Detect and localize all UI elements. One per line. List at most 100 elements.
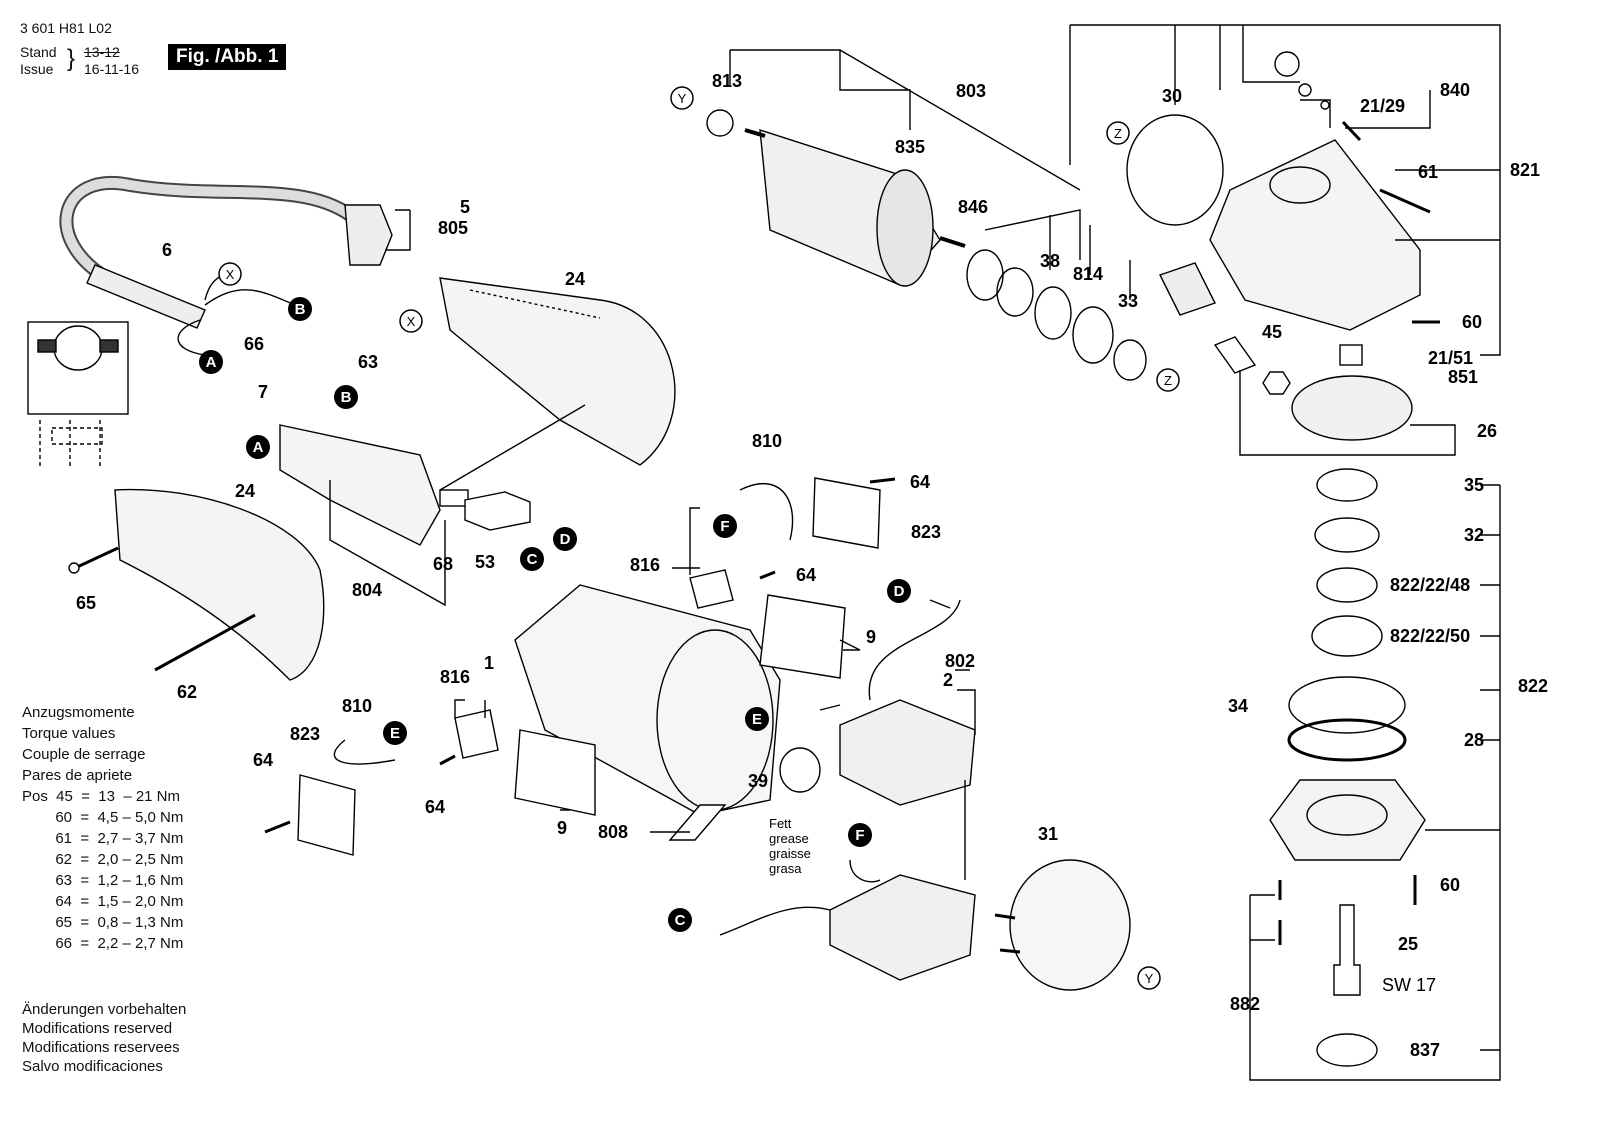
pinion <box>1213 336 1257 374</box>
svg-text:F: F <box>720 518 729 535</box>
torque-row: 65 = 0,8 – 1,3 Nm <box>22 914 184 931</box>
callout-x-mid: X <box>399 309 423 333</box>
label-64-top: 64 <box>910 472 930 492</box>
label-25: 25 <box>1398 934 1418 954</box>
svg-text:Z: Z <box>1114 126 1122 141</box>
label-21-29: 21/29 <box>1360 96 1405 116</box>
oring-28 <box>1287 718 1407 762</box>
label-60-bottom: 60 <box>1440 875 1460 895</box>
gear-housing <box>1209 139 1421 331</box>
label-35: 35 <box>1464 475 1484 495</box>
label-2: 2 <box>943 670 953 690</box>
torque-title-en: Torque values <box>22 725 116 742</box>
label-816-bottom: 816 <box>440 667 470 687</box>
cage-814 <box>1034 286 1072 340</box>
screw-61 <box>1379 188 1431 214</box>
label-823-right: 823 <box>911 522 941 542</box>
label-813: 813 <box>712 71 742 91</box>
switch-body <box>279 424 441 546</box>
label-26: 26 <box>1477 421 1497 441</box>
svg-text:X: X <box>407 314 416 329</box>
grease-fr: graisse <box>769 846 811 861</box>
svg-text:A: A <box>206 354 217 371</box>
fan-39 <box>779 747 821 793</box>
torque-row: 63 = 1,2 – 1,6 Nm <box>22 872 184 889</box>
cover-823a <box>812 477 881 549</box>
label-64-bottom: 64 <box>425 797 445 817</box>
callout-e-right: E <box>745 707 769 731</box>
label-68: 68 <box>433 554 453 574</box>
wire-b <box>204 289 296 306</box>
modification-notes: Änderungen vorbehalten Modifications res… <box>22 1000 186 1076</box>
callout-c-bottom: C <box>668 908 692 932</box>
field-coil-lower <box>829 874 976 981</box>
nut-45 <box>1262 371 1291 395</box>
label-30: 30 <box>1162 86 1182 106</box>
callout-b-top: B <box>288 297 312 321</box>
label-24-top: 24 <box>565 269 585 289</box>
svg-text:A: A <box>253 439 264 456</box>
note-es: Salvo modificaciones <box>22 1058 163 1075</box>
plug <box>344 204 393 266</box>
label-21-51: 21/51 <box>1428 348 1473 368</box>
svg-text:C: C <box>675 912 686 929</box>
svg-text:C: C <box>527 551 538 568</box>
clamp-34 <box>1288 676 1406 734</box>
svg-text:X: X <box>226 267 235 282</box>
torque-row: 61 = 2,7 – 3,7 Nm <box>22 830 184 847</box>
side-handle <box>114 488 325 681</box>
label-64-mid: 64 <box>796 565 816 585</box>
issue-value: 16-11-16 <box>84 61 140 77</box>
callout-y-bottom: Y <box>1137 966 1161 990</box>
label-7: 7 <box>258 382 268 402</box>
torque-legend: Anzugsmomente Torque values Couple de se… <box>22 702 183 954</box>
callout-a-mid: A <box>246 435 270 459</box>
label-28: 28 <box>1464 730 1484 750</box>
label-804: 804 <box>352 580 382 600</box>
label-802: 802 <box>945 651 975 671</box>
switch-part-68 <box>439 489 469 507</box>
svg-text:E: E <box>390 725 400 742</box>
label-45: 45 <box>1262 322 1282 342</box>
ring-z <box>1113 339 1147 381</box>
label-24-bottom: 24 <box>235 481 255 501</box>
bearing-33 <box>1072 306 1114 364</box>
label-9-bottom: 9 <box>557 818 567 838</box>
cord-sleeve <box>86 264 206 329</box>
field-coil-upper <box>839 699 976 806</box>
grease-en: grease <box>769 831 809 846</box>
bevel-gear-26 <box>1291 375 1413 441</box>
label-810-top: 810 <box>752 431 782 451</box>
torque-row: 66 = 2,2 – 2,7 Nm <box>22 935 184 952</box>
label-31: 31 <box>1038 824 1058 844</box>
seal-32 <box>1314 517 1380 553</box>
callout-a-top: A <box>199 350 223 374</box>
label-53: 53 <box>475 552 495 572</box>
figure-tag: Fig. /Abb. 1 <box>168 44 287 70</box>
bearing-813 <box>706 109 734 137</box>
label-6: 6 <box>162 240 172 260</box>
schematic-motor <box>53 325 103 371</box>
label-63: 63 <box>358 352 378 372</box>
flange-housing <box>1269 779 1426 861</box>
svg-text:Y: Y <box>678 91 687 106</box>
label-64-left: 64 <box>253 750 273 770</box>
sleeve-2151 <box>1339 344 1363 366</box>
label-805: 805 <box>438 218 468 238</box>
circlip-822-22-48 <box>1316 567 1378 603</box>
switch-bracket <box>329 480 446 607</box>
callout-d-left: D <box>553 527 577 551</box>
grease-es: grasa <box>769 861 802 876</box>
callout-c-left: C <box>520 547 544 571</box>
callout-z-top: Z <box>1106 121 1130 145</box>
label-808: 808 <box>598 822 628 842</box>
callout-f-top: F <box>713 514 737 538</box>
svg-text:B: B <box>341 389 352 406</box>
cap-840 <box>1274 51 1300 77</box>
label-803: 803 <box>956 81 986 101</box>
torque-row: Pos 45 = 13 – 21 Nm <box>22 788 181 805</box>
label-851: 851 <box>1448 367 1478 387</box>
note-en: Modifications reserved <box>22 1020 173 1037</box>
